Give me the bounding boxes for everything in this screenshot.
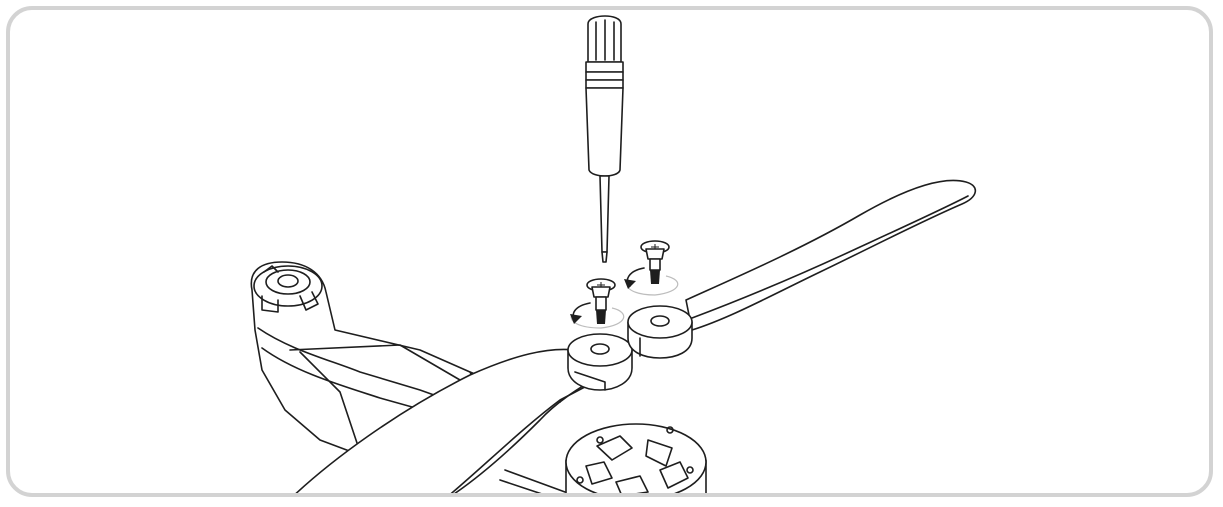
motor-icon xyxy=(566,424,706,497)
screw-icon xyxy=(587,279,615,324)
propeller-hub-back xyxy=(628,306,692,358)
screw-icon-back xyxy=(641,241,669,284)
propeller-hub-front xyxy=(568,334,632,390)
propeller-icon-right xyxy=(686,180,975,330)
propeller-removal-diagram xyxy=(6,6,1213,497)
illustration-frame xyxy=(6,6,1213,497)
screwdriver-icon xyxy=(586,16,623,262)
